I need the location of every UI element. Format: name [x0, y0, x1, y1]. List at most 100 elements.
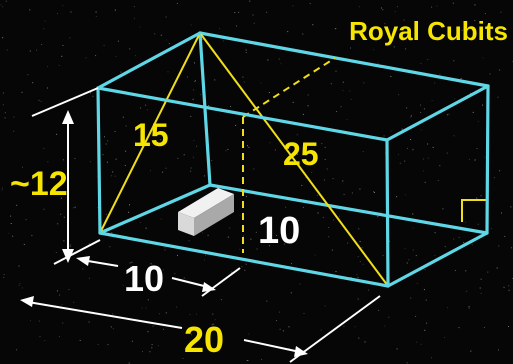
star-dot: [47, 87, 49, 89]
star-dot: [207, 234, 209, 236]
star-dot: [508, 285, 510, 287]
star-dot: [13, 116, 15, 118]
star-dot: [423, 108, 425, 110]
star-dot: [18, 265, 20, 267]
star-dot: [241, 266, 243, 268]
star-dot: [248, 146, 250, 148]
star-dot: [115, 56, 117, 58]
star-dot: [44, 20, 46, 22]
star-dot: [85, 57, 87, 59]
star-dot: [3, 277, 5, 278]
star-dot: [504, 235, 506, 237]
star-dot: [483, 327, 485, 328]
star-dot: [339, 215, 340, 217]
star-dot: [202, 38, 204, 40]
box-edge-front-right-vertical: [385, 138, 390, 288]
star-dot: [149, 170, 151, 172]
star-dot: [396, 348, 398, 350]
star-dot: [342, 90, 344, 92]
star-dot: [2, 37, 4, 39]
star-dot: [406, 262, 408, 264]
star-dot: [4, 117, 6, 119]
star-dot: [219, 28, 220, 30]
star-dot: [245, 49, 247, 51]
star-dot: [284, 163, 286, 165]
star-dot: [480, 278, 482, 280]
star-dot: [384, 325, 386, 327]
star-dot: [303, 313, 305, 314]
star-dot: [36, 49, 38, 51]
height-dimension: [31, 87, 101, 265]
star-dot: [164, 249, 166, 251]
star-dot: [368, 289, 370, 291]
star-dot: [268, 92, 270, 93]
star-dot: [484, 13, 486, 14]
star-dot: [503, 286, 505, 288]
star-dot: [6, 49, 8, 51]
box-edge-top-back: [198, 31, 490, 88]
star-dot: [62, 5, 64, 7]
star-dot: [157, 345, 159, 347]
star-dot: [311, 171, 313, 173]
box-back-edges: [98, 31, 490, 235]
star-dot: [69, 37, 71, 39]
star-dot: [398, 94, 400, 96]
star-dot: [25, 219, 27, 221]
length-dimension-line-left: [27, 301, 183, 329]
star-dot: [276, 320, 277, 321]
star-dot: [202, 232, 204, 234]
star-dot: [309, 3, 311, 5]
star-dot: [343, 193, 345, 195]
star-dot: [297, 153, 299, 155]
star-dot: [510, 206, 512, 208]
star-dot: [90, 92, 92, 94]
star-dot: [267, 59, 269, 61]
width-extension-right: [201, 267, 241, 297]
star-dot: [163, 137, 165, 139]
height-arrow-up: [62, 110, 74, 124]
star-dot: [165, 16, 167, 18]
star-dot: [1, 187, 3, 189]
star-dot: [312, 24, 314, 26]
star-dot: [211, 160, 213, 162]
star-dot: [458, 327, 460, 329]
star-dot: [480, 195, 482, 197]
star-dot: [55, 252, 57, 253]
star-dot: [38, 320, 40, 322]
star-dot: [432, 146, 434, 148]
star-dot: [403, 19, 405, 21]
star-dot: [415, 315, 417, 317]
star-dot: [328, 236, 330, 238]
star-dot: [510, 247, 512, 249]
star-dot: [193, 89, 195, 91]
star-dot: [361, 247, 363, 249]
star-dot: [463, 242, 465, 244]
star-dot: [431, 357, 432, 359]
star-dot: [194, 80, 196, 82]
star-dot: [446, 152, 448, 154]
length-arrow-left: [20, 296, 34, 307]
star-dot: [396, 196, 398, 198]
star-dot: [140, 107, 141, 109]
star-dot: [499, 69, 501, 71]
star-dot: [276, 235, 278, 236]
star-dot: [95, 11, 97, 13]
star-dot: [2, 104, 4, 106]
star-dot: [242, 235, 244, 237]
star-dot: [350, 47, 351, 49]
star-dot: [225, 150, 227, 152]
star-dot: [39, 336, 41, 338]
star-dot: [326, 168, 328, 170]
star-dot: [454, 270, 456, 271]
star-dot: [234, 12, 236, 14]
width-arrow-left: [76, 256, 90, 266]
star-dot: [122, 116, 124, 118]
star-dot: [260, 82, 262, 84]
star-dot: [439, 73, 441, 75]
star-dot: [157, 279, 159, 281]
star-dot: [177, 157, 179, 159]
star-dot: [269, 142, 271, 144]
star-dot: [434, 254, 436, 256]
star-dot: [266, 300, 268, 302]
star-dot: [499, 170, 501, 172]
